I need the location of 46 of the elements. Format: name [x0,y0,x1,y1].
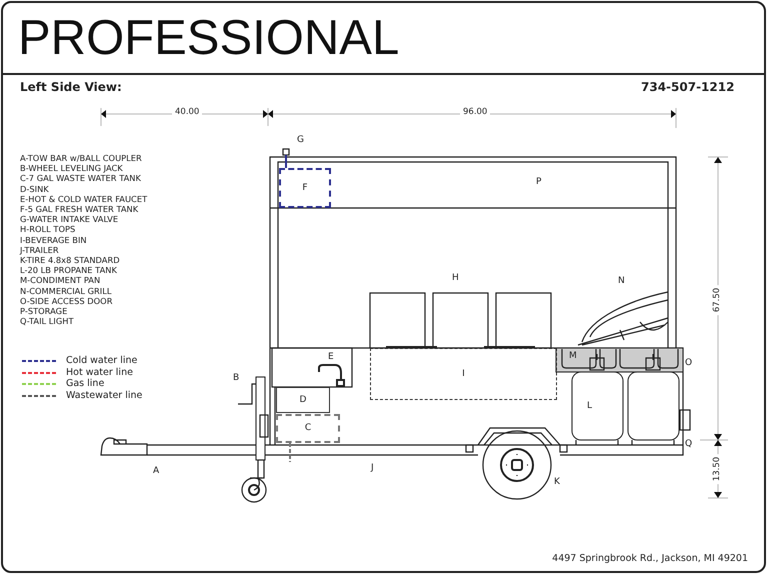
part-letter: L [587,401,592,412]
part-letter: E [328,352,334,362]
legend-label: Hot water line [66,368,133,378]
part-letter: Q [685,439,692,450]
legend-label: Wastewater line [66,390,142,401]
parts-list-item: D-SINK [20,184,49,194]
view-heading: Left Side View: [20,81,122,95]
part-letter: F [302,184,308,192]
part-letter: P [536,177,542,188]
part-letter: A [153,466,160,476]
parts-list-item: C-7 GAL WASTE WATER TANK [20,174,141,184]
parts-list-item: J-TRAILER [20,246,59,256]
part-letter: J [371,463,374,474]
parts-list-item: A-TOW BAR w/BALL COUPLER [20,154,142,164]
part-letter: H [452,273,459,284]
legend-label: Cold water line [66,356,138,366]
part-letter: C [304,424,312,433]
part-letter: G [297,135,304,146]
parts-list-item: K-TIRE 4.8x8 STANDARD [20,256,120,266]
part-letter: O [685,358,692,368]
sink-basin [276,387,330,413]
part-letter: D [300,396,306,404]
phone-number: 734-507-1212 [641,81,734,95]
address: 4497 Springbrook Rd., Jackson, MI 49201 [552,554,748,565]
parts-list-item: F-5 GAL FRESH WATER TANK [20,205,138,215]
part-letter: N [618,276,625,286]
parts-list-item: G-WATER INTAKE VALVE [20,215,118,225]
dashed-tank-outline [279,168,331,208]
parts-list-item: I-BEVERAGE BIN [20,236,87,246]
parts-list-item: L-20 LB PROPANE TANK [20,266,117,276]
parts-list-item: P-STORAGE [20,307,68,317]
dashed-tank-outline [370,348,557,400]
parts-list-item: B-WHEEL LEVELING JACK [20,164,123,174]
dashed-tank-outline [276,414,340,443]
part-letter: B [233,373,240,384]
part-letter: K [554,477,560,488]
parts-list-item: Q-TAIL LIGHT [20,317,74,327]
parts-list-item: H-ROLL TOPS [20,225,76,235]
title: PROFESSIONAL [18,10,400,66]
part-letter: I [462,370,465,378]
parts-list-item: E-HOT & COLD WATER FAUCET [20,194,148,204]
parts-list-item: M-CONDIMENT PAN [20,276,100,286]
parts-list-item: O-SIDE ACCESS DOOR [20,296,112,306]
legend-label: Gas line [66,379,104,390]
parts-list-item: N-COMMERCIAL GRILL [20,286,112,296]
part-letter: M [569,351,577,362]
